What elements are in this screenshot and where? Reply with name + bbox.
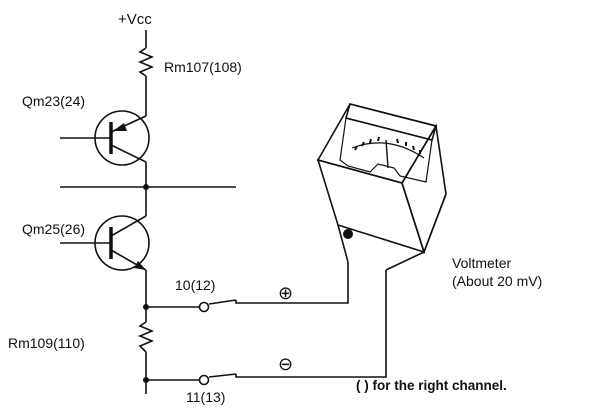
voltmeter-side-edge	[423, 193, 447, 253]
qm25-collector	[110, 215, 147, 237]
minus-sign: ⊖	[278, 354, 293, 374]
voltmeter-title: Voltmeter	[452, 255, 511, 271]
term-top-label: 10(12)	[175, 277, 215, 293]
meter-needle	[385, 139, 389, 169]
resistor-rm107	[137, 47, 155, 77]
qm23-emitter-arrow	[113, 123, 127, 131]
meter-scale-ticks	[354, 136, 421, 154]
right-channel-note: ( ) for the right channel.	[356, 378, 507, 393]
zero-adjust-knob	[343, 229, 353, 239]
term-bottom-label: 11(13)	[186, 389, 225, 405]
probe-lead-minus	[235, 270, 387, 378]
probe-tip-minus	[208, 373, 237, 378]
midpoint-junction	[143, 184, 149, 190]
rm109-label: Rm109(110)	[8, 335, 85, 351]
probe-lead-plus	[235, 262, 349, 304]
resistor-rm109	[137, 321, 155, 353]
voltmeter-top	[316, 103, 438, 184]
qm25-emitter-arrow	[134, 261, 146, 270]
terminal-10-12	[198, 301, 210, 313]
qm23-collector	[110, 144, 147, 163]
meter-face-window	[339, 117, 433, 183]
probe-tip-plus	[208, 299, 237, 305]
plus-sign: ⊕	[278, 283, 293, 303]
terminal-11-13	[198, 374, 210, 386]
voltmeter-bottom-mid	[385, 251, 425, 271]
qm23-label: Qm23(24)	[22, 93, 85, 109]
qm25-label: Qm25(26)	[22, 221, 85, 237]
voltmeter-bottom-left	[337, 224, 349, 263]
voltmeter-range: (About 20 mV)	[452, 273, 542, 289]
voltmeter	[316, 103, 447, 271]
vcc-label: +Vcc	[118, 11, 152, 28]
voltmeter-side	[401, 123, 447, 255]
meter-scale-arc	[351, 142, 425, 159]
rm107-label: Rm107(108)	[164, 59, 242, 75]
